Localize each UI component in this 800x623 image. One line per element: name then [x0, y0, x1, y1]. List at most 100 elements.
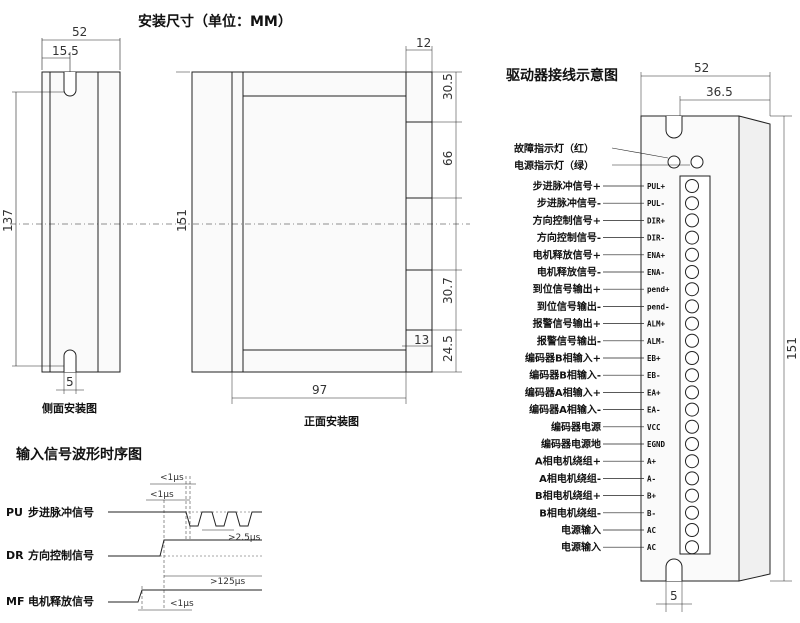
terminal-label: 编码器A相输入- — [529, 403, 601, 416]
front-seg4-dim: 24.5 — [441, 335, 455, 362]
side-view — [10, 38, 200, 394]
terminal-label: 步进脉冲信号- — [537, 197, 601, 210]
wiring-device — [640, 72, 792, 612]
terminal-screw — [685, 540, 699, 555]
terminal-screw — [685, 316, 699, 331]
timing-ann-3: >2.5μs — [228, 533, 261, 543]
timing-ann-2: <1μs — [150, 490, 174, 500]
terminal-label: 到位信号输出+ — [533, 283, 601, 296]
wiring-inner-dim: 36.5 — [706, 85, 733, 99]
terminal-screw — [685, 230, 699, 245]
timing-pu-code: PU — [6, 506, 23, 519]
terminal-pin-label: PUL- — [647, 199, 665, 208]
timing-pu-label: 步进脉冲信号 — [28, 505, 94, 519]
terminal-screw — [685, 179, 699, 193]
terminal-row: 编码器B相输入+ EB+ — [525, 351, 699, 365]
terminal-label: 编码器B相输入- — [529, 369, 601, 382]
front-view-caption: 正面安装图 — [304, 414, 359, 428]
terminal-pin-label: AC — [647, 526, 656, 535]
terminal-label: 方向控制信号- — [537, 231, 601, 244]
terminal-label: 到位信号输出- — [537, 300, 601, 313]
terminal-pin-label: EB+ — [647, 354, 661, 363]
wiring-bottom-dim: 5 — [670, 589, 678, 603]
terminal-pin-label: EA- — [647, 406, 661, 415]
side-width-dim: 52 — [72, 25, 87, 39]
wiring-width-dim: 52 — [694, 61, 709, 75]
front-top-right-dim: 12 — [416, 36, 431, 50]
terminal-label: 报警信号输出+ — [533, 317, 601, 330]
front-seg1-dim: 30.5 — [441, 73, 455, 100]
front-seg3-dim: 30.7 — [441, 277, 455, 304]
timing-mf-code: MF — [6, 595, 24, 608]
terminal-row: 方向控制信号+ DIR+ — [533, 213, 699, 228]
terminal-row: 编码器电源 VCC — [551, 419, 699, 434]
terminal-screw — [685, 505, 699, 520]
terminal-pin-label: pend+ — [647, 285, 670, 294]
terminal-screw — [685, 523, 699, 537]
terminal-screw — [685, 282, 699, 297]
terminal-label: A相电机绕组- — [539, 472, 601, 485]
terminal-screw — [685, 333, 699, 348]
terminal-label: 电机释放信号- — [537, 266, 601, 279]
terminal-row: 电机释放信号- ENA- — [537, 265, 699, 279]
terminal-screw — [685, 454, 699, 469]
timing-dr-code: DR — [6, 549, 24, 562]
power-led — [690, 155, 704, 169]
timing-waves — [108, 476, 262, 611]
fault-led — [667, 155, 681, 169]
terminal-row: 报警信号输出- ALM- — [537, 333, 699, 348]
terminal-screw — [685, 213, 699, 228]
terminal-pin-label: ENA+ — [647, 251, 666, 260]
terminal-pin-label: VCC — [647, 423, 661, 432]
terminal-row: B相电机绕组- B- — [539, 505, 699, 520]
terminal-screw — [685, 368, 699, 383]
terminal-pin-label: A+ — [647, 457, 657, 466]
terminal-pin-label: EA+ — [647, 388, 661, 397]
wiring-height-dim: 151 — [785, 337, 799, 360]
terminal-screw — [685, 385, 699, 400]
terminal-pin-label: DIR+ — [647, 216, 666, 225]
power-led-label: 电源指示灯（绿） — [514, 159, 594, 172]
terminal-row: 电源输入 AC — [561, 523, 699, 537]
terminal-label: 步进脉冲信号+ — [533, 180, 601, 193]
terminal-screw — [685, 471, 699, 486]
terminal-screw — [685, 419, 699, 434]
terminal-label: 方向控制信号+ — [533, 214, 601, 227]
front-seg2-dim: 66 — [441, 151, 455, 166]
terminal-row: 电机释放信号+ ENA+ — [533, 247, 699, 262]
terminal-pin-label: ENA- — [647, 268, 665, 277]
terminal-screw — [685, 488, 699, 503]
terminal-label: 编码器电源 — [551, 420, 601, 433]
terminal-screw — [685, 299, 699, 314]
install-size-title: 安装尺寸（单位：MM） — [138, 13, 292, 30]
terminal-pin-label: EB- — [647, 371, 661, 380]
wiring-title: 驱动器接线示意图 — [506, 67, 618, 84]
terminal-label: 电机释放信号+ — [533, 248, 601, 261]
terminal-screw — [685, 247, 699, 262]
terminal-label: 编码器电源地 — [541, 438, 601, 451]
fault-led-label: 故障指示灯（红） — [514, 142, 594, 155]
terminal-label: 编码器B相输入+ — [525, 352, 601, 365]
terminal-pin-label: AC — [647, 543, 656, 552]
terminal-pin-label: ALM- — [647, 337, 665, 346]
terminal-label: 电源输入 — [561, 524, 601, 537]
terminal-row: 编码器B相输入- EB- — [529, 368, 699, 383]
terminal-label: 电源输入 — [561, 541, 601, 554]
terminal-pin-label: EGND — [647, 440, 666, 449]
terminal-row: 编码器A相输入+ EA+ — [525, 385, 699, 400]
timing-mf-label: 电机释放信号 — [28, 594, 94, 608]
terminal-label: 报警信号输出- — [537, 334, 601, 347]
terminal-screw — [685, 437, 699, 451]
terminal-list: 步进脉冲信号+PUL+ 步进脉冲信号- PUL- 方向控制信号+ DIR+ 方向控制信号-… — [525, 179, 699, 555]
terminal-pin-label: pend- — [647, 302, 670, 311]
terminal-pin-label: B+ — [647, 492, 657, 501]
front-width-dim: 97 — [312, 383, 327, 397]
terminal-label: 编码器A相输入+ — [525, 386, 601, 399]
terminal-screw — [685, 402, 699, 417]
terminal-pin-label: B- — [647, 509, 656, 518]
side-bottom-slot-dim: 5 — [66, 375, 74, 389]
terminal-label: B相电机绕组- — [539, 506, 601, 519]
terminal-row: 步进脉冲信号+PUL+ — [533, 179, 699, 193]
terminal-label: B相电机绕组+ — [535, 489, 601, 502]
